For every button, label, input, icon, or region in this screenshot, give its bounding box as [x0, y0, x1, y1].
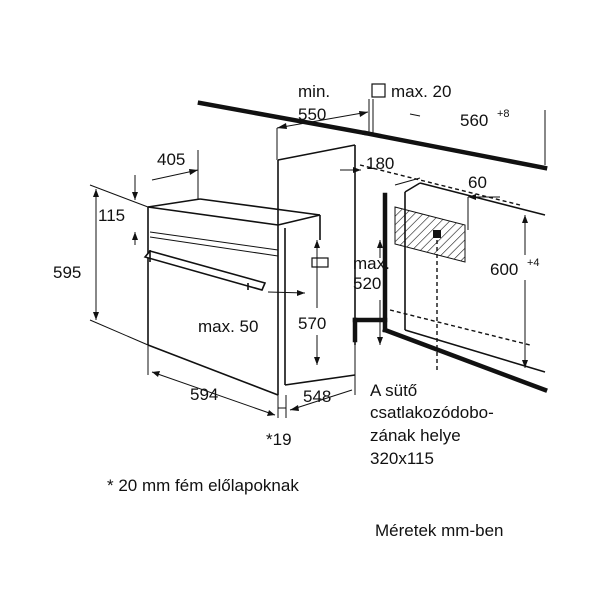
label-560-sup: +8 [497, 108, 510, 120]
oven-handle [143, 250, 267, 291]
label-520: 520 [353, 274, 381, 293]
label-max: max. [353, 254, 390, 273]
socket-note-line3: zának helye [370, 426, 461, 445]
label-594: 594 [190, 385, 218, 404]
dimension-lines [89, 83, 546, 418]
label-548: 548 [303, 387, 331, 406]
label-595: 595 [53, 263, 81, 282]
label-19: *19 [266, 430, 292, 449]
label-115: 115 [98, 206, 125, 225]
label-min: min. [298, 82, 330, 101]
socket-note-line4: 320x115 [370, 449, 434, 468]
label-max20: max. 20 [391, 82, 451, 101]
socket-note-line2: csatlakozódobo- [370, 403, 494, 422]
socket-area [394, 206, 466, 263]
label-405: 405 [157, 150, 185, 169]
label-600: 600 [490, 260, 518, 279]
units-note: Méretek mm-ben [375, 521, 503, 540]
label-570: 570 [298, 314, 326, 333]
label-max50: max. 50 [198, 317, 258, 336]
oven-body [147, 198, 356, 396]
footnote: * 20 mm fém előlapoknak [107, 476, 299, 495]
label-60: 60 [468, 173, 487, 192]
label-560: 560 [460, 111, 488, 130]
label-600-sup: +4 [527, 257, 540, 269]
label-550: 550 [298, 105, 326, 124]
label-180: 180 [366, 154, 394, 173]
socket-note-line1: A sütő [370, 381, 417, 400]
